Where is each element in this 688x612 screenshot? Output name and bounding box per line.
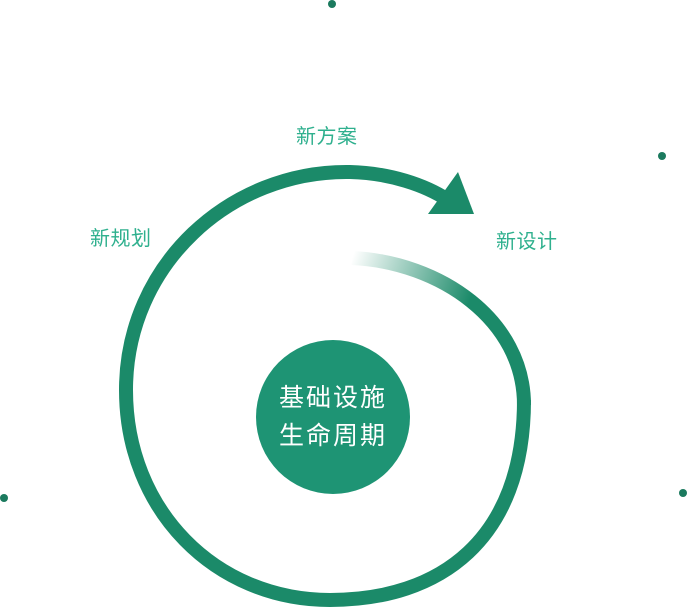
stage-label-planning: 新规划 xyxy=(90,226,152,250)
cycle-ring xyxy=(118,164,531,608)
decorative-dot-top xyxy=(328,0,336,8)
center-title-line2: 生命周期 xyxy=(278,421,387,450)
cycle-ring-fade xyxy=(351,251,531,406)
cycle-arrowhead xyxy=(428,172,474,214)
center-title-line1: 基础设施 xyxy=(278,383,387,412)
stage-label-scheme: 新方案 xyxy=(296,124,358,148)
decorative-dot-right-lower xyxy=(679,489,687,497)
center-circle xyxy=(256,340,410,494)
decorative-dot-right-upper xyxy=(658,152,666,160)
center-title: 基础设施 生命周期 xyxy=(256,340,410,494)
stage-label-design: 新设计 xyxy=(496,229,558,253)
decorative-dot-left xyxy=(0,494,8,502)
